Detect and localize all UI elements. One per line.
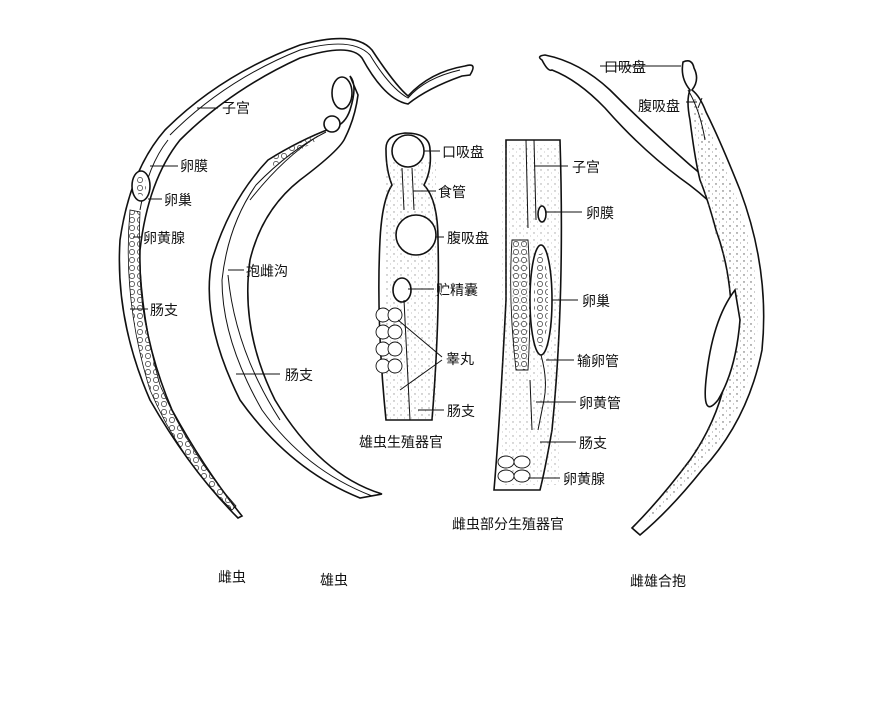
paired-label-oral-sucker: 口吸盘 [604,59,646,76]
female-label-uterus: 子宫 [222,101,250,117]
caption-male-reproductive: 雄虫生殖器官 [359,434,443,451]
female-label-vitelline-gland: 卵黄腺 [143,230,185,247]
female-label-ootype: 卵膜 [180,159,208,175]
caption-female: 雌虫 [218,570,246,586]
female-label-ovary: 卵巢 [164,193,192,209]
caption-male: 雄虫 [320,573,348,589]
paired-label-ventral-sucker: 腹吸盘 [638,98,680,115]
female-organs-labels: 子宫 卵膜 卵巢 输卵管 卵黄管 肠支 卵黄腺 [528,160,621,488]
paired-worms [538,54,765,537]
male-worm [208,75,383,499]
female-worm [118,37,474,519]
organ-label-ventral-sucker: 腹吸盘 [447,230,489,247]
organ-label-vitelline-gland: 卵黄腺 [563,471,605,488]
organ-label-esophagus: 食管 [438,184,466,201]
organ-label-ovary: 卵巢 [582,294,610,310]
female-label-intestinal-branch: 肠支 [150,303,178,319]
organ-label-intestinal-branch: 肠支 [447,404,475,420]
organ-label-oviduct: 输卵管 [577,354,619,370]
organ-label-seminal-vesicle: 贮精囊 [436,282,478,299]
organ-label-oral-sucker: 口吸盘 [442,144,484,161]
male-labels: 抱雌沟 肠支 [228,264,313,384]
caption-paired: 雌雄合抱 [630,574,686,590]
organ-label-ootype: 卵膜 [586,206,614,222]
organ-label-testes: 睾丸 [446,352,474,368]
male-label-gynecophoral-canal: 抱雌沟 [246,264,288,280]
organ-label-intestinal-branch-female: 肠支 [579,436,607,452]
male-label-intestinal-branch: 肠支 [285,368,313,384]
caption-female-partial-reproductive: 雌虫部分生殖器官 [452,516,564,533]
female-organs-detail [493,139,563,491]
male-organs-labels: 口吸盘 食管 腹吸盘 贮精囊 睾丸 肠支 [397,144,489,420]
organ-label-vitelline-duct: 卵黄管 [579,395,621,412]
female-labels: 子宫 卵膜 卵巢 卵黄腺 肠支 [130,101,250,319]
paired-labels: 口吸盘 腹吸盘 [600,59,697,115]
male-organs-detail [375,132,440,421]
male-body-outline [208,75,383,499]
organ-label-uterus: 子宫 [572,160,600,176]
